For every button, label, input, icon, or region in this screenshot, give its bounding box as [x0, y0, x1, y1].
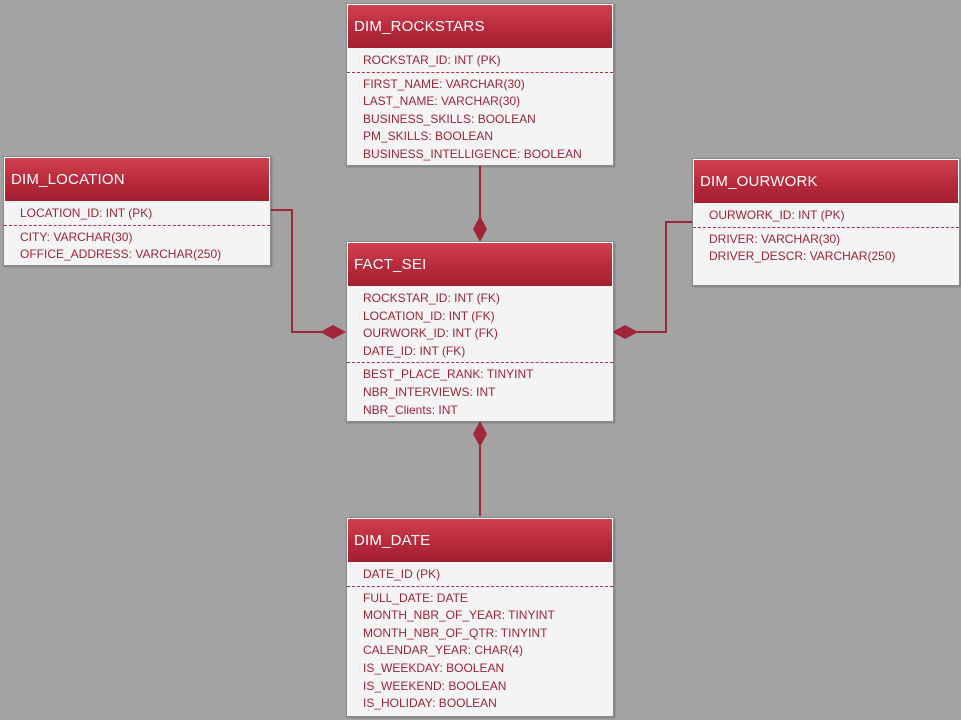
entity-fact-sei[interactable]: FACT_SEI ROCKSTAR_ID: INT (FK) LOCATION_…	[346, 241, 614, 422]
field: ROCKSTAR_ID: INT (PK)	[363, 53, 501, 67]
diamond-date-fact	[473, 421, 487, 447]
field: DATE_ID (PK)	[363, 567, 441, 581]
field: MONTH_NBR_OF_YEAR: TINYINT	[363, 608, 555, 623]
field: OURWORK_ID: INT (FK)	[363, 326, 498, 341]
diamond-ourwork-fact	[612, 325, 638, 339]
field: CALENDAR_YEAR: CHAR(4)	[363, 643, 524, 658]
entity-dim-rockstars[interactable]: DIM_ROCKSTARS ROCKSTAR_ID: INT (PK) FIRS…	[346, 3, 614, 166]
field: BUSINESS_SKILLS: BOOLEAN	[363, 111, 536, 126]
field: DATE_ID: INT (FK)	[363, 343, 466, 358]
key-fields: LOCATION_ID: INT (PK)	[4, 205, 270, 226]
field: FULL_DATE: DATE	[363, 590, 468, 605]
key-fields: DATE_ID (PK)	[347, 566, 613, 587]
field: DRIVER: VARCHAR(30)	[709, 231, 841, 246]
field: OFFICE_ADDRESS: VARCHAR(250)	[20, 247, 222, 262]
key-fields: ROCKSTAR_ID: INT (PK)	[347, 52, 613, 73]
diamond-location-fact	[320, 325, 346, 339]
field: DRIVER_DESCR: VARCHAR(250)	[709, 249, 896, 264]
key-fields: OURWORK_ID: INT (PK)	[693, 207, 959, 228]
key-fields: ROCKSTAR_ID: INT (FK) LOCATION_ID: INT (…	[347, 290, 613, 364]
entity-title: DIM_LOCATION	[4, 157, 270, 201]
entity-dim-ourwork[interactable]: DIM_OURWORK OURWORK_ID: INT (PK) DRIVER:…	[692, 158, 960, 286]
entity-title: FACT_SEI	[347, 242, 613, 286]
field: LOCATION_ID: INT (FK)	[363, 308, 495, 323]
field: ROCKSTAR_ID: INT (FK)	[363, 291, 500, 305]
connector-location-fact	[270, 209, 322, 333]
entity-dim-location[interactable]: DIM_LOCATION LOCATION_ID: INT (PK) CITY:…	[3, 156, 271, 266]
field: PM_SKILLS: BOOLEAN	[363, 129, 494, 144]
field: LOCATION_ID: INT (PK)	[20, 206, 153, 220]
field: BEST_PLACE_RANK: TINYINT	[363, 367, 534, 382]
field: CITY: VARCHAR(30)	[20, 229, 133, 244]
field: FIRST_NAME: VARCHAR(30)	[363, 76, 525, 91]
field: LAST_NAME: VARCHAR(30)	[363, 94, 521, 109]
field: MONTH_NBR_OF_QTR: TINYINT	[363, 625, 548, 640]
field: BUSINESS_INTELLIGENCE: BOOLEAN	[363, 146, 582, 161]
field: NBR_Clients: INT	[363, 402, 458, 417]
entity-title: DIM_OURWORK	[693, 159, 959, 203]
field: IS_HOLIDAY: BOOLEAN	[363, 696, 497, 711]
field: OURWORK_ID: INT (PK)	[709, 208, 845, 222]
connector-ourwork-fact	[636, 221, 692, 333]
diamond-rockstars-fact	[473, 216, 487, 242]
field: IS_WEEKDAY: BOOLEAN	[363, 660, 505, 675]
entity-dim-date[interactable]: DIM_DATE DATE_ID (PK) FULL_DATE: DATE MO…	[346, 517, 614, 717]
field: NBR_INTERVIEWS: INT	[363, 384, 496, 399]
field: IS_WEEKEND: BOOLEAN	[363, 678, 507, 693]
entity-title: DIM_ROCKSTARS	[347, 4, 613, 48]
entity-title: DIM_DATE	[347, 518, 613, 562]
